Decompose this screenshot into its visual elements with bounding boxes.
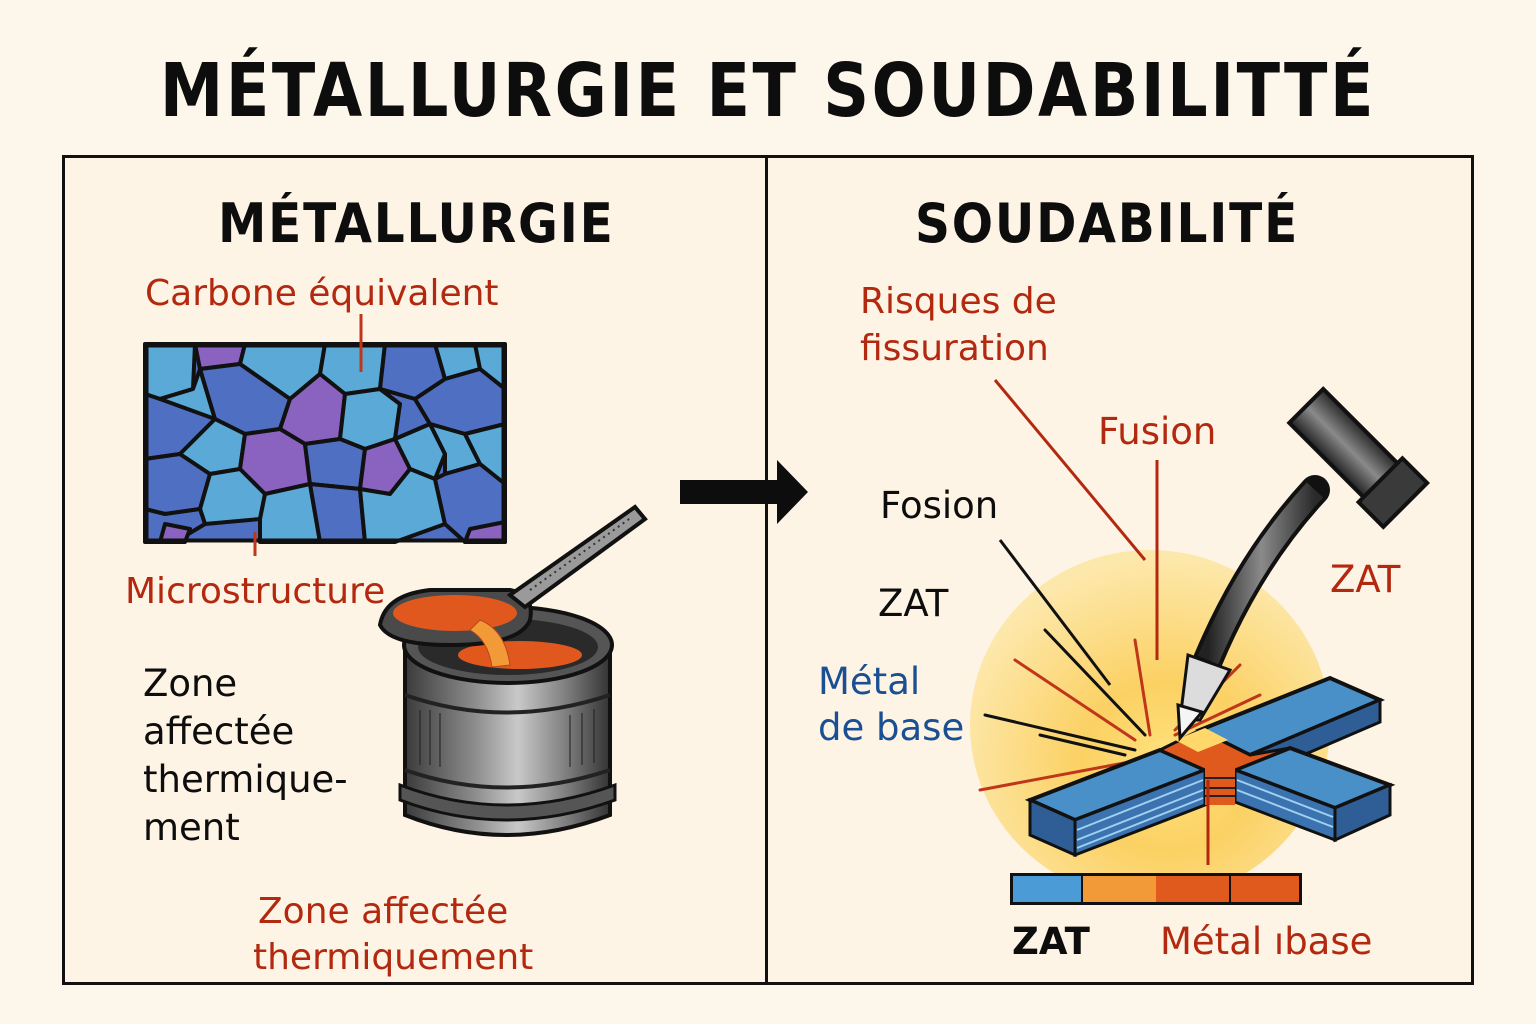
right-arrow-icon <box>680 460 808 524</box>
grain-microstructure-illustration <box>143 314 507 556</box>
ladle-crucible-illustration <box>377 504 648 837</box>
weld-illustration <box>970 379 1431 900</box>
page-title: MÉTALLURGIE ET SOUDABILITTÉ <box>159 48 1377 134</box>
label-fusion: Fusion <box>1098 410 1217 453</box>
legend-segment-zat <box>1013 876 1084 902</box>
legend-bar <box>1010 873 1302 905</box>
legend-label-zat: ZAT <box>1012 920 1090 963</box>
legend-segment-base <box>1230 876 1299 902</box>
label-cracking-risk-2: fissuration <box>860 328 1049 369</box>
label-fosion: Fosion <box>880 484 999 527</box>
label-base-metal-2: de base <box>818 706 965 749</box>
label-base-metal-1: Métal <box>818 660 921 703</box>
label-zat-black-3: thermique- <box>143 758 348 801</box>
legend-label-base-metal: Métal ıbase <box>1160 920 1373 963</box>
right-panel-heading: SOUDABILITÉ <box>915 192 1300 255</box>
label-zat-black-4: ment <box>143 806 240 849</box>
label-zat-black: ZAT <box>878 582 949 625</box>
label-zat-red-1: Zone affectée <box>258 891 509 932</box>
label-microstructure: Microstructure <box>125 571 386 612</box>
label-zat-black-2: affectée <box>143 710 295 753</box>
panel-divider <box>765 155 768 985</box>
label-zat-black-1: Zone <box>143 662 238 705</box>
label-zat-red-2: thermiquement <box>253 937 534 978</box>
label-cracking-risk-1: Risques de <box>860 281 1057 322</box>
legend-segment-transition <box>1083 876 1156 902</box>
left-panel-heading: MÉTALLURGIE <box>218 192 615 255</box>
label-zat-red: ZAT <box>1330 558 1401 601</box>
label-carbon-equivalent: Carbone équivalent <box>145 273 499 314</box>
legend-segment-fusion <box>1156 876 1231 902</box>
